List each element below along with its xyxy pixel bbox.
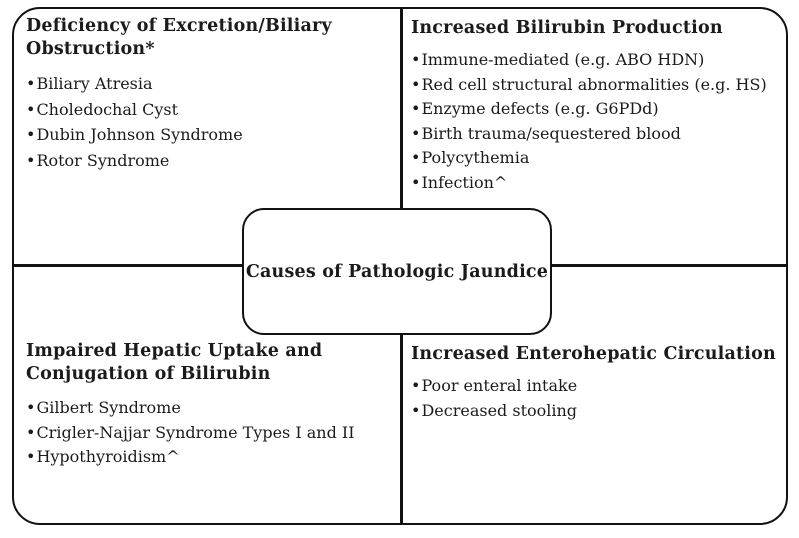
quadrant-bilirubin-production: Increased Bilirubin Production •Immune-m… [411,17,786,195]
list-item-text: Crigler-Najjar Syndrome Types I and II [36,422,355,442]
bullet-icon: • [26,398,36,418]
bullet-icon: • [411,50,421,70]
list-item: •Infection^ [411,171,786,196]
list-item-text: Immune-mediated (e.g. ABO HDN) [421,50,705,70]
list-item-text: Biliary Atresia [36,74,153,94]
list-item-text: Polycythemia [421,148,530,168]
diagram-title: Causes of Pathologic Jaundice [245,261,549,282]
list-item-text: Rotor Syndrome [36,150,170,170]
list-item: •Polycythemia [411,146,786,171]
quadrant-title: Deficiency of Excretion/Biliary Obstruct… [26,16,332,60]
list-item: •Decreased stooling [411,399,789,424]
list-item: •Crigler-Najjar Syndrome Types I and II [26,421,396,446]
quadrant-hepatic-uptake-conjugation: Impaired Hepatic Uptake and Conjugation … [26,340,396,470]
list-item-text: Enzyme defects (e.g. G6PDd) [421,99,659,119]
bullet-icon: • [411,376,421,396]
list-item: •Birth trauma/sequestered blood [411,122,786,147]
quadrant-list: •Immune-mediated (e.g. ABO HDN) •Red cel… [411,48,786,195]
bullet-icon: • [411,123,421,143]
list-item: •Biliary Atresia [26,71,388,97]
list-item: •Choledochal Cyst [26,97,388,123]
quadrant-title: Increased Enterohepatic Circulation [411,344,776,364]
list-item-text: Red cell structural abnormalities (e.g. … [421,74,767,94]
quadrant-list: •Biliary Atresia •Choledochal Cyst •Dubi… [26,71,388,173]
list-item-text: Hypothyroidism^ [36,447,180,467]
bullet-icon: • [411,99,421,119]
quadrant-biliary-obstruction: Deficiency of Excretion/Biliary Obstruct… [26,15,388,173]
list-item-text: Dubin Johnson Syndrome [36,125,243,145]
bullet-icon: • [411,172,421,192]
list-item: •Dubin Johnson Syndrome [26,122,388,148]
list-item-text: Gilbert Syndrome [36,398,181,418]
list-item-text: Poor enteral intake [421,376,578,396]
list-item: •Gilbert Syndrome [26,396,396,421]
bullet-icon: • [26,74,36,94]
bullet-icon: • [411,74,421,94]
list-item: •Immune-mediated (e.g. ABO HDN) [411,48,786,73]
bullet-icon: • [26,447,36,467]
bullet-icon: • [26,99,36,119]
bullet-icon: • [411,400,421,420]
bullet-icon: • [26,150,36,170]
quadrant-title: Increased Bilirubin Production [411,18,723,38]
list-item-text: Decreased stooling [421,400,578,420]
list-item-text: Choledochal Cyst [36,99,179,119]
bullet-icon: • [26,125,36,145]
quadrant-title: Impaired Hepatic Uptake and Conjugation … [26,341,323,385]
center-title-box: Causes of Pathologic Jaundice [242,208,552,335]
quadrant-enterohepatic-circulation: Increased Enterohepatic Circulation •Poo… [411,343,789,423]
list-item: •Red cell structural abnormalities (e.g.… [411,73,786,98]
quadrant-list: •Poor enteral intake •Decreased stooling [411,374,789,423]
list-item-text: Infection^ [421,172,508,192]
quadrant-list: •Gilbert Syndrome •Crigler-Najjar Syndro… [26,396,396,470]
bullet-icon: • [411,148,421,168]
list-item: •Enzyme defects (e.g. G6PDd) [411,97,786,122]
list-item: •Rotor Syndrome [26,148,388,174]
list-item: •Poor enteral intake [411,374,789,399]
list-item: •Hypothyroidism^ [26,445,396,470]
bullet-icon: • [26,422,36,442]
list-item-text: Birth trauma/sequestered blood [421,123,681,143]
